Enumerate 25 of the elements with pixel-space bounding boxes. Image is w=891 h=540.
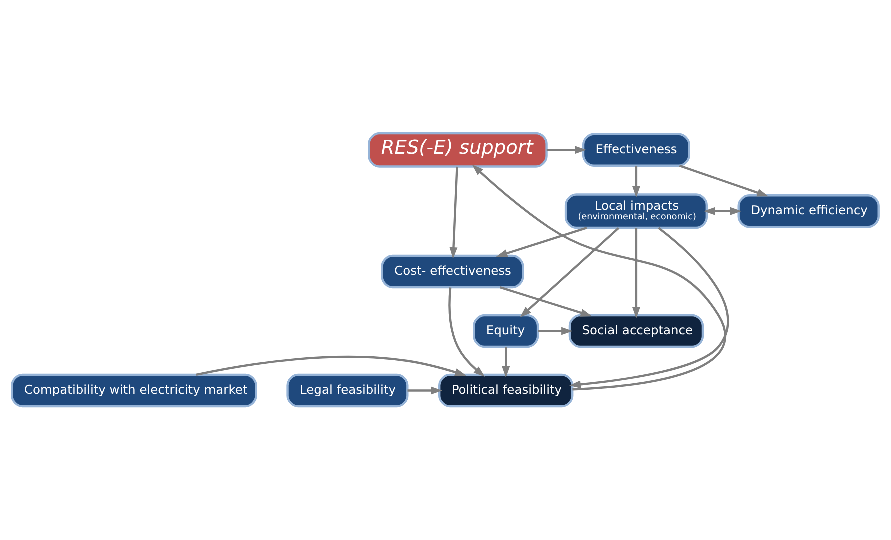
arrow [450, 166, 458, 259]
arrow [502, 347, 510, 378]
arrow [196, 356, 467, 376]
arrow [448, 288, 486, 378]
node-box: Political feasibility [438, 374, 574, 408]
arrow [500, 286, 592, 317]
node-box: Social acceptance [568, 314, 704, 348]
node-box: RES(-E) support [368, 132, 548, 168]
node-box: Compatibility with electricity market [11, 374, 258, 408]
node-box: Cost- effectiveness [381, 254, 524, 289]
node-box: Effectiveness [582, 133, 690, 167]
arrow [472, 164, 726, 391]
node-box: Legal feasibility [286, 374, 409, 408]
arrow [546, 146, 587, 154]
arrow [496, 227, 588, 258]
arrow [538, 327, 573, 336]
arrow [704, 207, 742, 216]
node-box: Equity [473, 314, 540, 348]
node-box: Local impacts (environmental, economic) [564, 194, 708, 230]
arrow [408, 386, 443, 395]
node-box: Dynamic efficiency [738, 194, 880, 228]
arrow [520, 227, 620, 318]
arrow [632, 166, 640, 198]
arrow [632, 228, 640, 319]
arrow [679, 164, 769, 197]
